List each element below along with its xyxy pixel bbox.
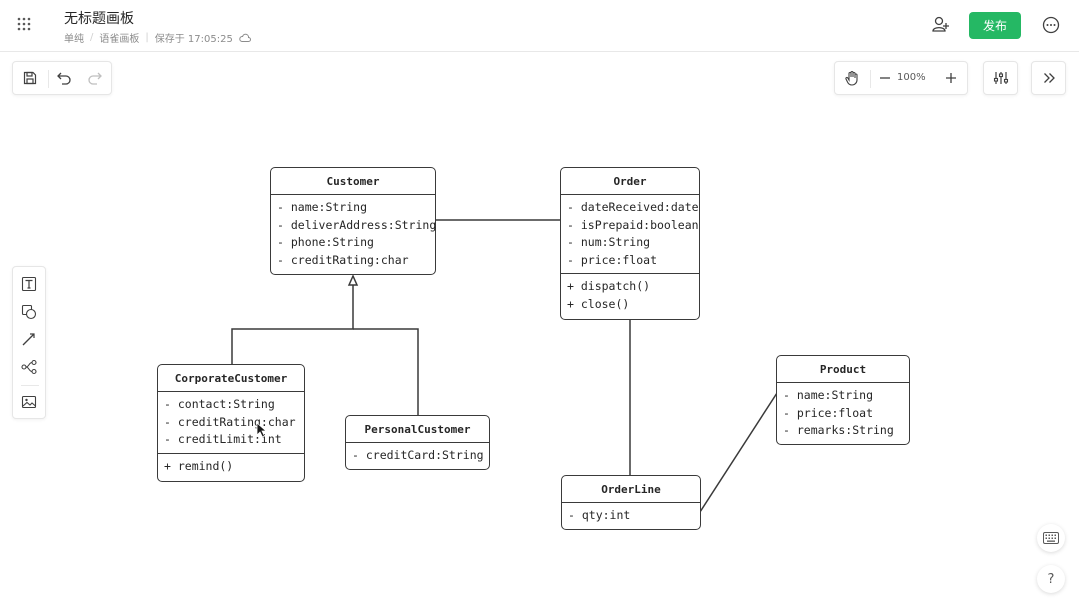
class-attribute: - name:String: [783, 388, 874, 402]
breadcrumb-separator: |: [145, 32, 149, 43]
toolbar-divider: [870, 70, 871, 88]
class-method: + close(): [567, 296, 630, 311]
apps-grid-icon[interactable]: [16, 16, 32, 32]
mouse-pointer-icon: [256, 422, 267, 438]
class-name: CorporateCustomer: [158, 365, 304, 392]
class-method: + remind(): [164, 458, 234, 473]
class-method: + dispatch(): [567, 279, 651, 293]
class-name: OrderLine: [562, 476, 700, 503]
image-tool-icon[interactable]: [21, 394, 37, 410]
class-attribute: - phone:String: [277, 235, 374, 249]
class-name: Customer: [271, 168, 435, 195]
class-attribute: - price:float: [783, 405, 874, 420]
class-attribute: - creditRating:char: [277, 252, 409, 267]
class-personal-customer[interactable]: PersonalCustomer - creditCard:String: [345, 415, 490, 470]
plus-icon[interactable]: [943, 70, 959, 86]
zoom-toolbar: 100%: [834, 61, 968, 95]
more-icon[interactable]: [1041, 15, 1061, 35]
class-attribute: - remarks:String: [783, 423, 894, 437]
publish-button[interactable]: 发布: [969, 12, 1021, 39]
app-header: 无标题画板 单纯 / 语雀画板 | 保存于 17:05:25 发布: [0, 0, 1079, 52]
generalization-corporate[interactable]: [231, 285, 354, 364]
class-name: Order: [561, 168, 699, 195]
class-attribute: - qty:int: [568, 508, 631, 522]
save-icon[interactable]: [22, 70, 38, 86]
tool-palette: [12, 266, 46, 419]
class-customer[interactable]: Customer - name:String - deliverAddress:…: [270, 167, 436, 275]
undo-icon[interactable]: [56, 70, 72, 86]
class-methods: + remind(): [158, 452, 304, 480]
class-product[interactable]: Product - name:String - price:float - re…: [776, 355, 910, 445]
class-attributes: - name:String - deliverAddress:String - …: [271, 195, 437, 273]
class-methods: + dispatch() + close(): [561, 273, 699, 317]
adjust-panel: [983, 61, 1018, 95]
class-attributes: - contact:String - creditRating:char - c…: [158, 392, 304, 453]
class-attribute: - dateReceived:date: [567, 200, 699, 214]
class-orderline[interactable]: OrderLine - qty:int: [561, 475, 701, 530]
class-attribute: - name:String: [277, 200, 368, 214]
class-attributes: - creditCard:String: [346, 443, 489, 469]
text-tool-icon[interactable]: [21, 276, 37, 292]
help-button[interactable]: ?: [1037, 565, 1065, 593]
collapse-panel: [1031, 61, 1066, 95]
class-attribute: - creditLimit:int: [164, 432, 282, 446]
zoom-level[interactable]: 100%: [897, 72, 926, 83]
palette-divider: [21, 385, 39, 386]
toolbar-divider: [48, 70, 49, 88]
class-attribute: - creditRating:char: [164, 414, 296, 429]
save-status: 保存于 17:05:25: [154, 34, 233, 45]
line-tool-icon[interactable]: [21, 331, 37, 347]
shape-tool-icon[interactable]: [21, 304, 37, 320]
class-attribute: - price:float: [567, 252, 658, 267]
class-order[interactable]: Order - dateReceived:date - isPrepaid:bo…: [560, 167, 700, 320]
class-attribute: - num:String: [567, 235, 651, 249]
class-attribute: - isPrepaid:boolean: [567, 217, 699, 232]
hand-icon[interactable]: [844, 70, 860, 86]
class-attribute: - deliverAddress:String: [277, 217, 437, 232]
breadcrumb: 单纯 / 语雀画板 | 保存于 17:05:25: [64, 30, 251, 45]
class-name: Product: [777, 356, 909, 383]
class-attributes: - qty:int: [562, 503, 700, 529]
mindmap-tool-icon[interactable]: [21, 359, 37, 375]
class-name: PersonalCustomer: [346, 416, 489, 443]
breadcrumb-separator: /: [90, 32, 94, 43]
document-title[interactable]: 无标题画板: [64, 11, 134, 27]
class-attributes: - name:String - price:float - remarks:St…: [777, 383, 909, 444]
breadcrumb-item[interactable]: 语雀画板: [99, 34, 140, 45]
class-attribute: - creditCard:String: [352, 448, 484, 462]
help-icon: ?: [1047, 571, 1055, 587]
keyboard-shortcuts-button[interactable]: [1037, 524, 1065, 552]
redo-icon[interactable]: [87, 70, 103, 86]
class-corporate-customer[interactable]: CorporateCustomer - contact:String - cre…: [157, 364, 305, 482]
history-toolbar: [12, 61, 112, 95]
association-orderline-product[interactable]: [699, 392, 778, 513]
breadcrumb-item[interactable]: 单纯: [64, 34, 84, 45]
double-chevron-right-icon[interactable]: [1041, 70, 1057, 86]
sliders-icon[interactable]: [993, 70, 1009, 86]
class-attributes: - dateReceived:date - isPrepaid:boolean …: [561, 195, 699, 273]
inheritance-arrowhead: [347, 274, 359, 286]
minus-icon[interactable]: [877, 70, 893, 86]
cloud-icon: [239, 33, 251, 42]
keyboard-icon: [1043, 532, 1059, 544]
class-attribute: - contact:String: [164, 397, 275, 411]
generalization-personal[interactable]: [353, 328, 419, 415]
add-user-icon[interactable]: [930, 14, 952, 36]
